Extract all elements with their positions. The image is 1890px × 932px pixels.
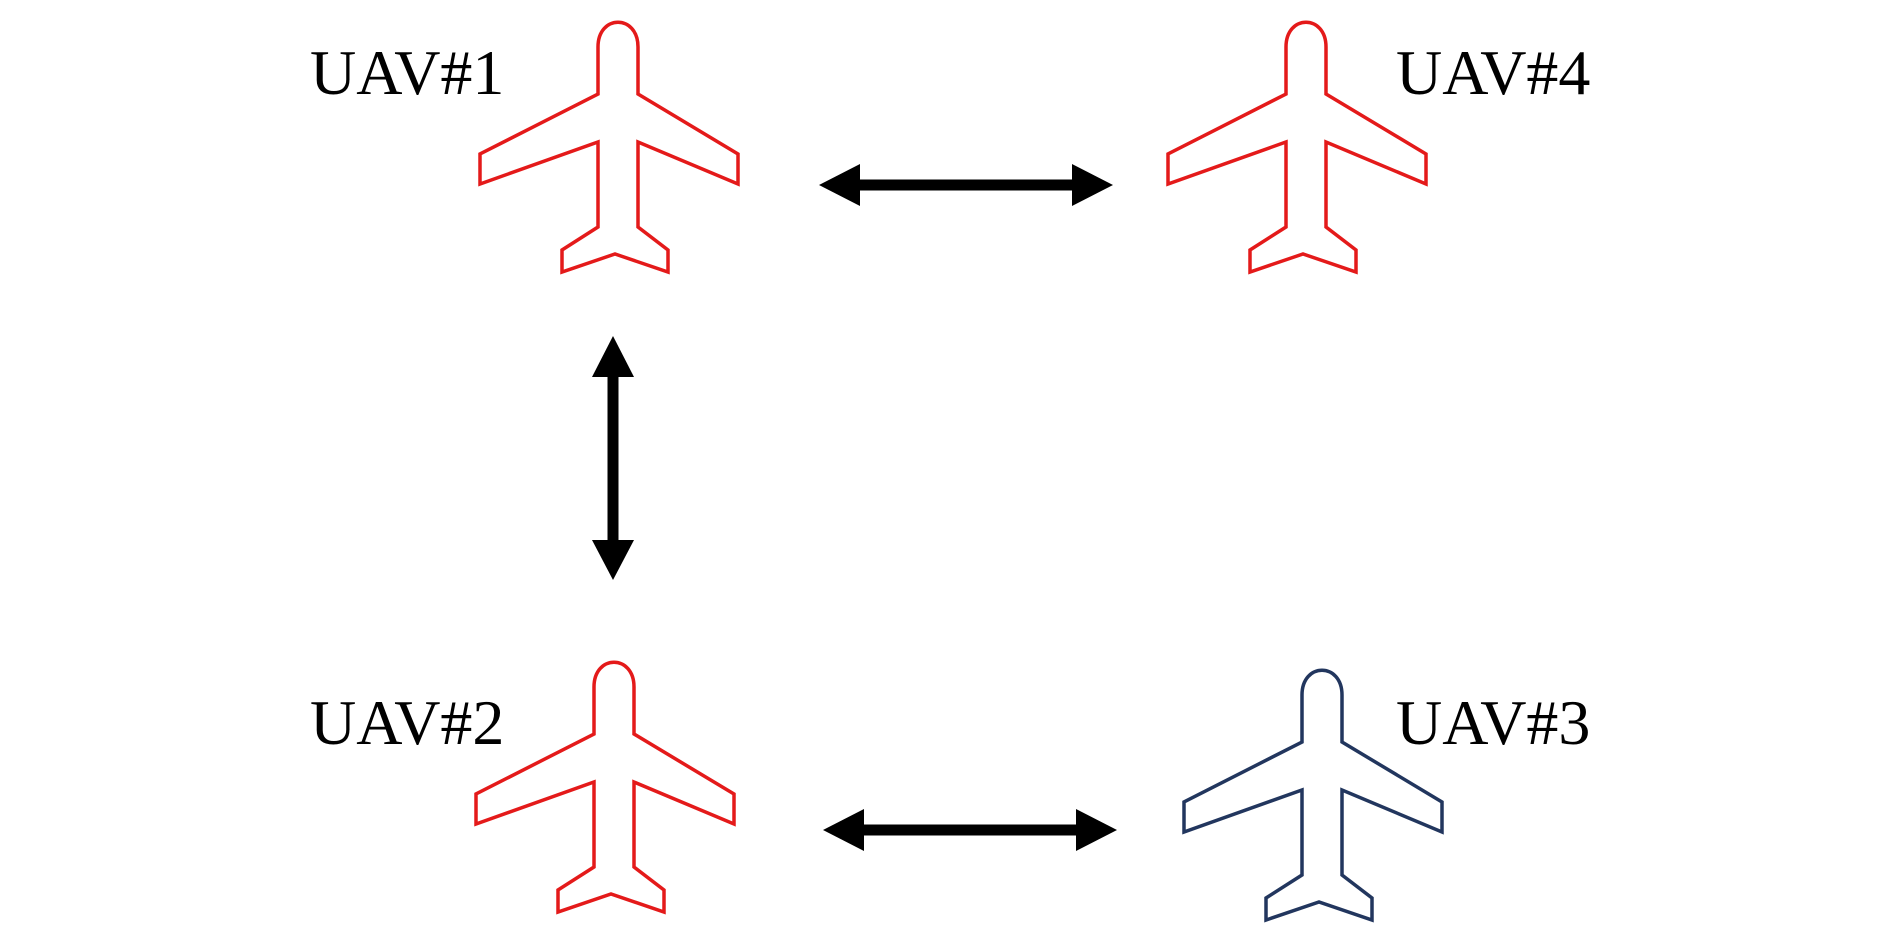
double-arrow-icon bbox=[823, 809, 1117, 851]
uav-3-label: UAV#3 bbox=[1396, 687, 1590, 758]
link-uav1-uav2 bbox=[592, 336, 634, 580]
double-arrow-icon bbox=[819, 164, 1113, 206]
double-arrow-icon bbox=[592, 336, 634, 580]
uav-1-label: UAV#1 bbox=[310, 37, 504, 108]
airplane-icon bbox=[1166, 20, 1428, 274]
uav-2-node: UAV#2 bbox=[310, 660, 736, 914]
uav-3-node: UAV#3 bbox=[1182, 668, 1590, 922]
uav-2-label: UAV#2 bbox=[310, 687, 504, 758]
link-uav1-uav4 bbox=[819, 164, 1113, 206]
uav-1-node: UAV#1 bbox=[310, 20, 740, 274]
uav-4-label: UAV#4 bbox=[1396, 37, 1590, 108]
airplane-icon bbox=[478, 20, 740, 274]
link-uav2-uav3 bbox=[823, 809, 1117, 851]
airplane-icon bbox=[474, 660, 736, 914]
uav-4-node: UAV#4 bbox=[1166, 20, 1590, 274]
